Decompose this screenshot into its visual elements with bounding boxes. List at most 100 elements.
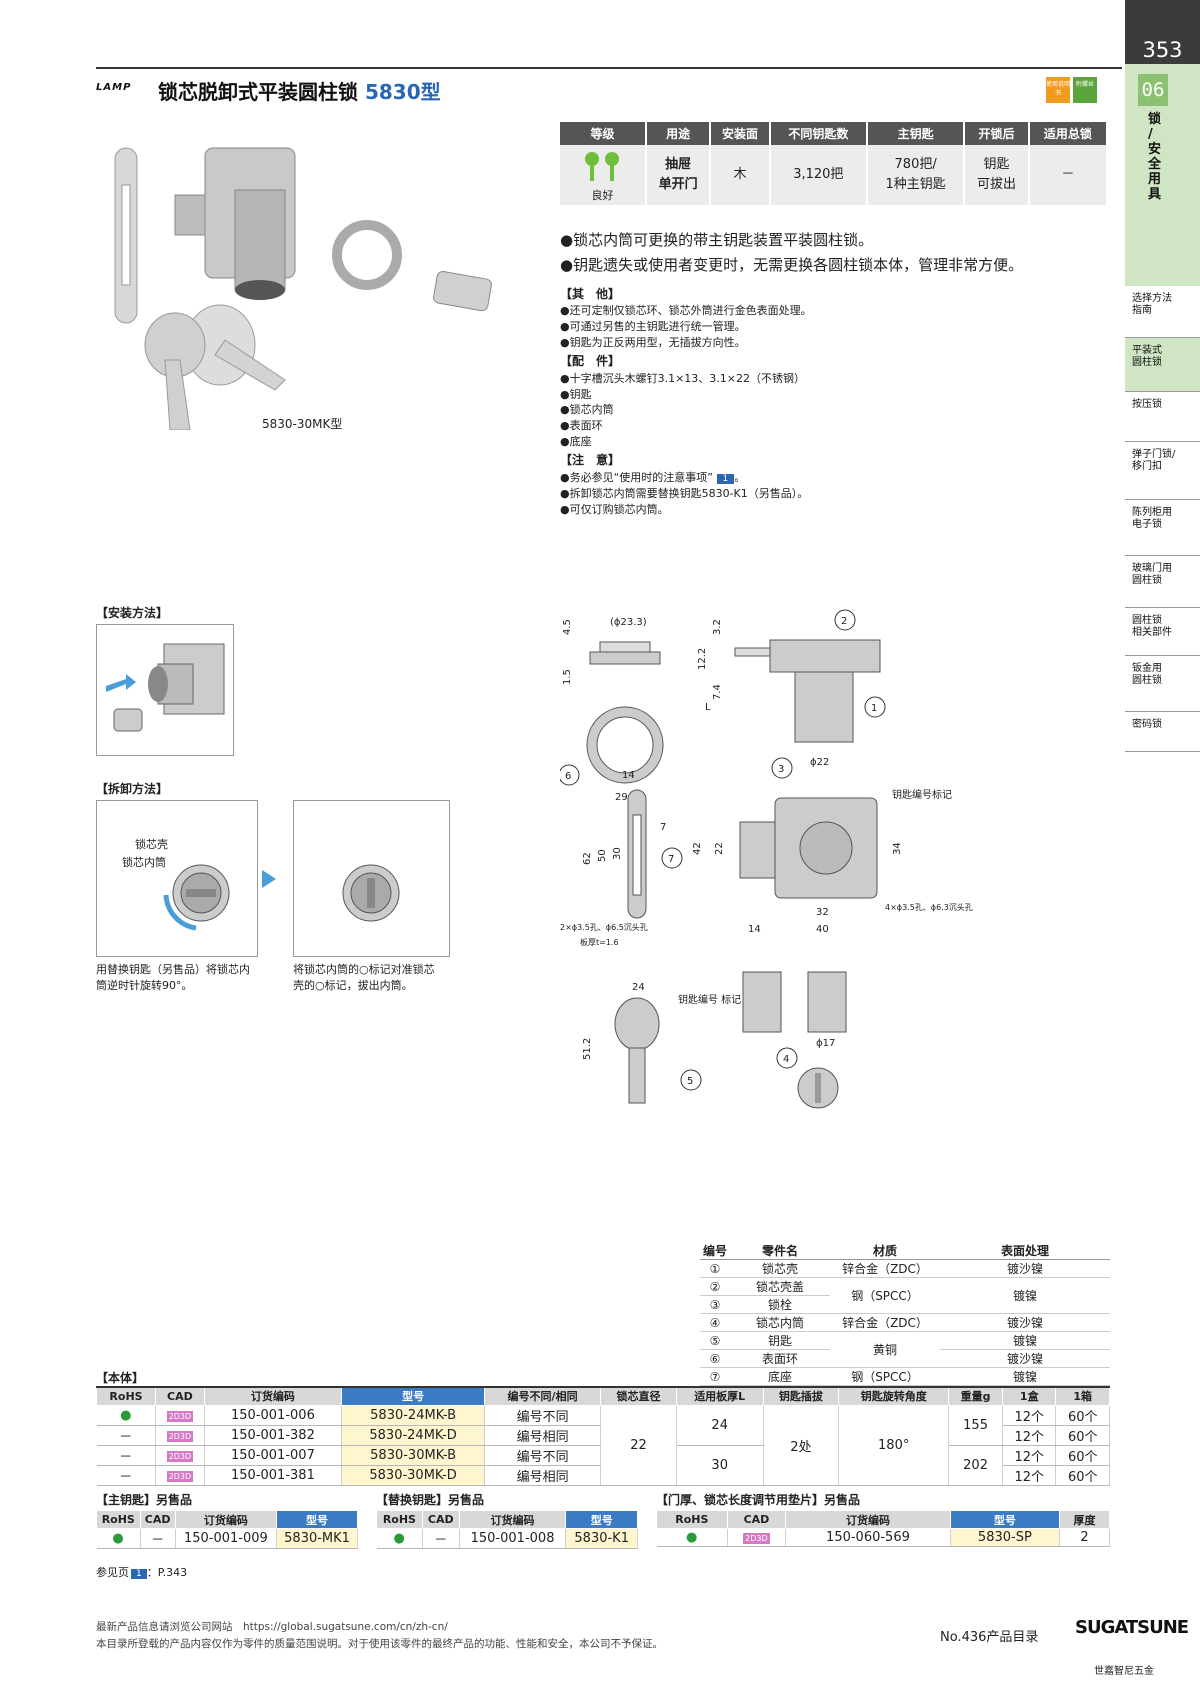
nav-item[interactable]: 选择方法 指南 (1125, 286, 1200, 338)
section-title-char: / (1148, 127, 1153, 142)
keys-cell: 3,120把 (769, 145, 868, 205)
dim-note: 钥匙编号 标记 (678, 993, 741, 1006)
page-number: 353 (1125, 0, 1200, 64)
install-illustration (96, 624, 234, 756)
brand-logo: LAMP (96, 82, 132, 93)
main-header: 1盒 (1002, 1386, 1057, 1406)
svg-text:3: 3 (778, 764, 784, 775)
svg-text:1: 1 (871, 703, 877, 714)
remove-step1 (96, 800, 258, 957)
nav-item[interactable]: 按压锁 (1125, 392, 1200, 442)
dim-label: 29.7 (615, 792, 637, 803)
dim-label: (ϕ23.3) (610, 617, 647, 628)
nav-item[interactable]: 弹子门锁/ 移门扣 (1125, 442, 1200, 500)
dim-label: 22 (714, 842, 725, 855)
caution-item: ●拆卸锁芯内筒需要替换钥匙5830-K1（另售品）。 (560, 486, 809, 500)
company-name-cn: 世嘉智尼五金 (1094, 1666, 1154, 1677)
spec-header: 不同钥匙数 (769, 122, 868, 145)
dimension-drawings: 4.5 (ϕ23.3) 1.5 6 29.7 3.2 12.2 7.4 L ϕ2… (560, 609, 973, 1109)
ref-badge[interactable]: 1 (131, 1569, 147, 1579)
dim-label: 32 (816, 907, 829, 918)
page-title: 锁芯脱卸式平装圆柱锁 5830型 (158, 80, 441, 104)
nav-item[interactable]: 密码锁 (1125, 712, 1200, 752)
photo-caption: 5830-30MK型 (262, 417, 343, 431)
other-item: ●还可定制仅锁芯环、锁芯外筒进行金色表面处理。 (560, 304, 812, 318)
accessory-item: ●十字槽沉头木螺钉3.1×13、3.1×22（不锈钢） (560, 371, 806, 385)
caution-item: ●务必参见“使用时的注意事项” 1。 (560, 470, 746, 484)
cad-icon: 2D3D (166, 1450, 194, 1462)
ref-badge[interactable]: 1 (716, 473, 735, 484)
surface-cell: 木 (710, 145, 771, 205)
main-header: 适用板厚L (675, 1386, 764, 1406)
grade-cell: 良好 (560, 145, 647, 205)
main-header: RoHS (95, 1386, 157, 1406)
replacement-heading: 【替换钥匙】另售品 (376, 1493, 485, 1507)
manual-badge: 使用说明书 (1046, 77, 1070, 103)
main-header: 1箱 (1055, 1386, 1110, 1406)
after-cell: 钥匙 可拔出 (964, 145, 1030, 205)
nav-item[interactable]: 圆柱锁 相关部件 (1125, 608, 1200, 656)
nav-item[interactable]: 钣金用 圆柱锁 (1125, 656, 1200, 712)
main-header: 锁芯直径 (600, 1386, 677, 1406)
dim-label: 24 (632, 982, 645, 993)
dim-note: 钥匙编号标记 (892, 788, 952, 801)
dim-label: ϕ22 (810, 757, 829, 768)
main-heading: 【本体】 (96, 1371, 145, 1385)
dim-label: 4.5 (562, 619, 573, 635)
arrow-icon (262, 870, 276, 888)
cad-icon: 2D3D (166, 1430, 194, 1442)
dim-label: 62 (582, 852, 593, 865)
accessory-item: ●锁芯内筒 (560, 403, 614, 417)
header-rule (96, 67, 1122, 69)
section-title-char: 用 (1148, 172, 1162, 187)
dim-label: 3.2 (712, 619, 723, 635)
accessory-item: ●表面环 (560, 419, 603, 433)
nav-item[interactable]: 陈列柜用 电子锁 (1125, 500, 1200, 556)
nav-item[interactable]: 玻璃门用 圆柱锁 (1125, 556, 1200, 608)
screw-badge: 附螺丝 (1073, 77, 1097, 103)
svg-text:5: 5 (687, 1076, 693, 1087)
svg-text:7: 7 (668, 854, 674, 865)
dim-label: 50 (597, 849, 608, 862)
dim-label: 40 (816, 924, 829, 935)
nav-item[interactable]: 平装式 圆柱锁 (1125, 338, 1200, 392)
accessory-item: ●钥匙 (560, 387, 592, 401)
dim-label: 1.5 (562, 669, 573, 685)
remove-heading: 【拆卸方法】 (96, 782, 169, 796)
master-cell: 780把/ 1种主钥匙 (866, 145, 966, 205)
model-name: 5830型 (364, 80, 441, 104)
accessory-item: ●底座 (560, 435, 592, 449)
dim-label: L (705, 702, 711, 713)
use-cell: 抽屉 单开门 (646, 145, 712, 205)
section-number: 06 (1138, 74, 1168, 106)
section-title-char: 具 (1148, 187, 1162, 202)
spec-header: 主钥匙 (866, 122, 966, 145)
other-item: ●钥匙为正反两用型，无插拔方向性。 (560, 336, 746, 350)
cad-icon: 2D3D (743, 1533, 770, 1544)
dim-label: 14 (622, 770, 635, 781)
feature-item: ●钥匙遗失或使用者变更时，无需更换各圆柱锁本体，管理非常方便。 (560, 256, 1024, 274)
dim-label: 42 (692, 842, 703, 855)
main-header: 编号不同/相同 (484, 1386, 602, 1406)
dim-label: 34 (892, 842, 903, 855)
key-grade-icon (584, 152, 619, 181)
section-title-char: 全 (1148, 157, 1162, 172)
footer-disclaimer: 本目录所登载的产品内容仅作为零件的质量范围说明。对于使用该零件的最终产品的功能、… (96, 1638, 663, 1650)
remove-caption-1: 用替换钥匙（另售品）将锁芯内 筒逆时针旋转90°。 (96, 963, 250, 992)
dim-note: 板厚t=1.6 (580, 937, 619, 947)
product-photo (114, 147, 492, 430)
main-header: CAD (155, 1386, 205, 1406)
section-title-char: 安 (1148, 142, 1162, 157)
inner-label: 锁芯内筒 (122, 856, 166, 869)
